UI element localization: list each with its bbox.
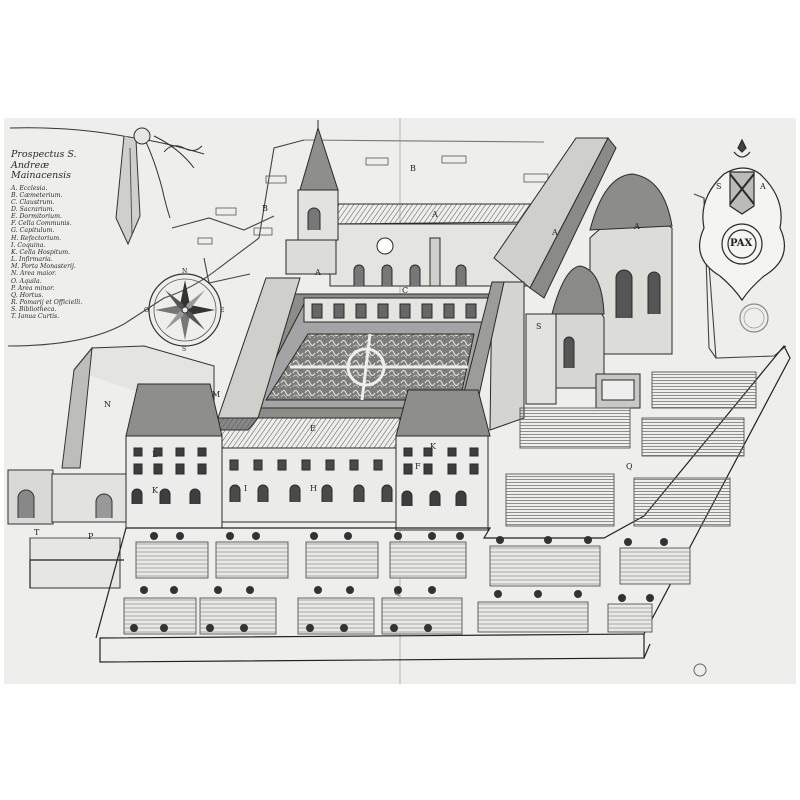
legend-item: F. Cella Communis. bbox=[11, 220, 72, 228]
cartouche-shield-left: S bbox=[716, 182, 722, 191]
legend-item: R. Pomarij et Officielli. bbox=[11, 299, 83, 306]
map-label-c: C bbox=[402, 286, 409, 295]
plate-stamp bbox=[693, 663, 707, 677]
map-label-m: M bbox=[212, 390, 221, 399]
compass-label-west: O bbox=[144, 307, 149, 314]
legend-item: B. Cæmeterium. bbox=[11, 191, 63, 199]
map-label-q: Q bbox=[626, 462, 633, 471]
map-label-q: Q bbox=[394, 588, 401, 597]
garden-walls bbox=[29, 344, 791, 663]
legend-item: L. Infirmaria. bbox=[11, 256, 53, 264]
map-label-l: L bbox=[152, 450, 158, 459]
map-label-i: I bbox=[244, 484, 248, 493]
legend-item: K. Cella Hospitum. bbox=[11, 248, 71, 256]
legend-item: D. Sacrarium. bbox=[11, 205, 55, 213]
legend-item: M. Porta Monasterij. bbox=[11, 263, 76, 271]
map-label-f: F bbox=[415, 462, 421, 471]
engraving-plate: A A A A B B C E F H I K K L M N P Q Q S … bbox=[4, 118, 796, 684]
legend: Prospectus S. Andreæ Mainacensis A. Eccl… bbox=[11, 149, 103, 321]
legend-item: C. Claustrum. bbox=[11, 198, 55, 206]
map-label-h: H bbox=[310, 484, 317, 493]
map-label-t: T bbox=[34, 528, 40, 537]
legend-item: S. Bibliotheca. bbox=[11, 306, 57, 314]
legend-item: H. Refectorium. bbox=[11, 234, 62, 242]
cartouche bbox=[699, 138, 785, 302]
cartouche-motto: PAX bbox=[730, 238, 753, 249]
garden-beds bbox=[123, 371, 757, 635]
legend-item: N. Area maior. bbox=[11, 270, 57, 278]
legend-item: P. Area minor. bbox=[11, 284, 55, 292]
map-label-k: K bbox=[430, 442, 436, 451]
compass-label-south: S bbox=[182, 346, 187, 353]
cartouche-shield-right: A bbox=[760, 182, 766, 191]
cemetery-plots bbox=[197, 155, 549, 245]
ribbon bbox=[9, 127, 205, 246]
abbey-engraving bbox=[7, 118, 791, 684]
garden-trees bbox=[130, 532, 668, 632]
legend-item: A. Ecclesia. bbox=[11, 184, 48, 192]
compass-label-north: N bbox=[182, 268, 188, 275]
map-label-b: B bbox=[262, 204, 268, 213]
legend-item: G. Capitulum. bbox=[11, 227, 55, 235]
cloister bbox=[209, 277, 557, 431]
map-label-k: K bbox=[152, 486, 158, 495]
map-label-a: A bbox=[552, 228, 558, 237]
legend-item: Q. Hortus. bbox=[11, 291, 44, 299]
legend-item: E. Dormitorium. bbox=[11, 213, 62, 221]
legend-list: A. Ecclesia. B. Cæmeterium. C. Claustrum… bbox=[11, 185, 103, 321]
map-label-p: P bbox=[88, 532, 94, 541]
compass-label-east: E bbox=[220, 307, 225, 314]
plate-title: Prospectus S. Andreæ Mainacensis bbox=[11, 149, 77, 181]
map-label-a: A bbox=[634, 222, 640, 231]
legend-item: I. Coquina. bbox=[11, 241, 46, 249]
legend-item: T. Ianua Curtis. bbox=[11, 313, 60, 321]
map-label-a: A bbox=[315, 268, 321, 277]
compass-rose bbox=[148, 273, 222, 347]
map-label-e: E bbox=[310, 424, 316, 433]
church bbox=[285, 120, 673, 409]
map-label-a: A bbox=[432, 210, 438, 219]
map-label-n: N bbox=[104, 400, 111, 409]
map-label-b: B bbox=[410, 164, 416, 173]
legend-item: O. Aquila. bbox=[11, 277, 42, 285]
front-wing bbox=[125, 383, 491, 531]
map-label-s: S bbox=[536, 322, 542, 331]
library-stamp bbox=[739, 303, 769, 333]
